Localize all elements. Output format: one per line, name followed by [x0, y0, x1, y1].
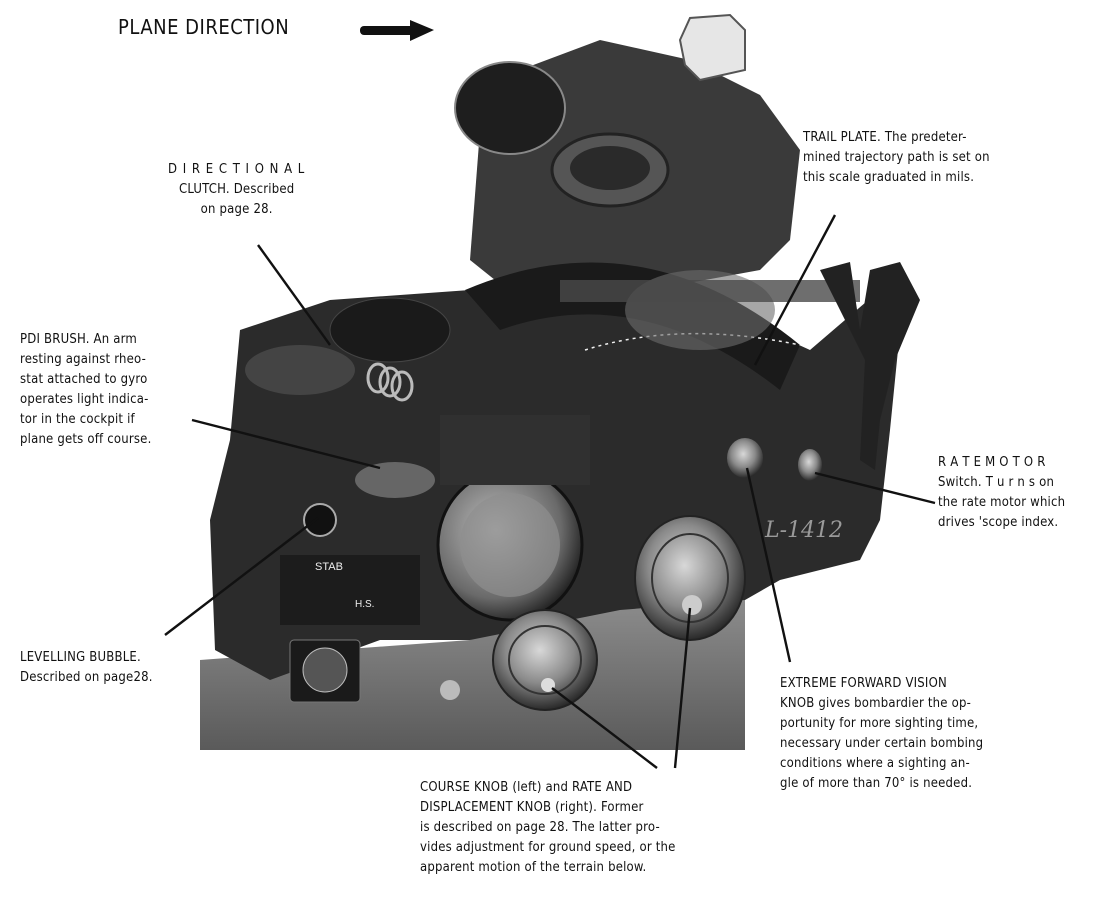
- page-title: PLANE DIRECTION: [118, 15, 290, 39]
- leader-displacement-knob: [673, 607, 692, 769]
- label-rate-motor: R A T E M O T O R Switch. T u r n s on t…: [938, 455, 1066, 530]
- direction-arrow-icon: [360, 20, 434, 41]
- leader-extreme-forward-vision: [745, 467, 792, 663]
- leader-trail-plate: [753, 214, 837, 366]
- hand-grip: [820, 262, 920, 470]
- leader-rate-motor: [814, 471, 936, 505]
- leader-course-knob: [551, 687, 658, 769]
- base-plate: [200, 600, 745, 750]
- label-extreme-forward-vision: EXTREME FORWARD VISION KNOB gives bombar…: [780, 676, 984, 791]
- leader-levelling-bubble: [164, 517, 319, 636]
- stab-marking: STAB: [315, 561, 343, 573]
- rate-motor-switch: [798, 449, 822, 481]
- label-pdi-brush: PDI BRUSH. An arm resting against rheo- …: [20, 332, 152, 447]
- label-directional-clutch: D I R E C T I O N A L CLUTCH. Described …: [168, 162, 306, 217]
- glass-cap: [678, 13, 746, 82]
- label-course-knob: COURSE KNOB (left) and RATE AND DISPLACE…: [420, 780, 676, 875]
- serial-marking: L-1412: [764, 518, 843, 543]
- label-levelling-bubble: LEVELLING BUBBLE. Described on page28.: [20, 650, 153, 685]
- leader-directional-clutch: [257, 244, 331, 346]
- spring-coil: [366, 362, 414, 402]
- leader-lines: [164, 214, 936, 769]
- label-trail-plate: TRAIL PLATE. The predeter- mined traject…: [803, 130, 990, 185]
- displacement-knob: [634, 515, 746, 641]
- leader-pdi-brush: [191, 418, 381, 470]
- forward-vision-knob: [727, 438, 763, 478]
- front-panel: [280, 555, 420, 625]
- hs-marking: H.S.: [355, 599, 374, 610]
- course-knob: [492, 609, 598, 711]
